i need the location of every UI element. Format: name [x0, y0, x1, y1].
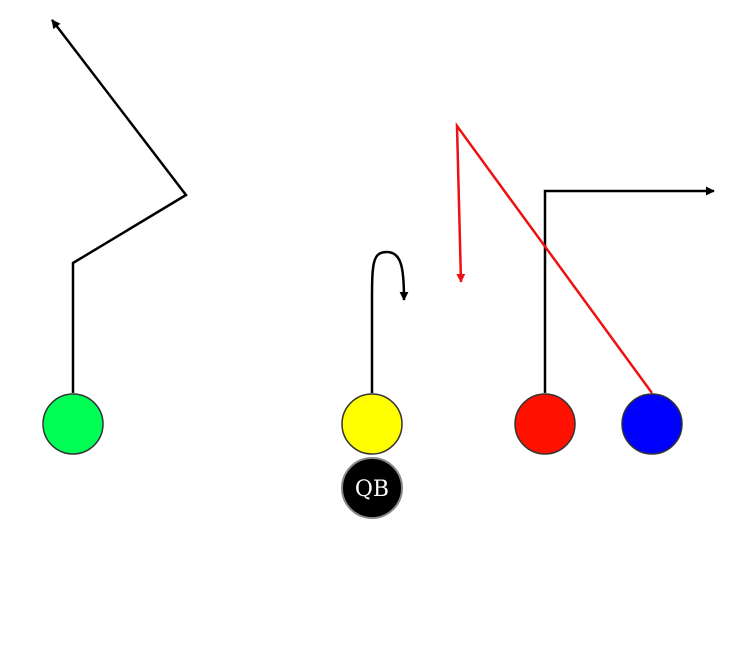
green-route [51, 19, 188, 393]
green-player [42, 393, 104, 455]
yellow-route [370, 250, 409, 393]
red-player [514, 393, 576, 455]
red-route [543, 186, 715, 393]
blue-route [455, 122, 654, 394]
players: QB [42, 393, 683, 519]
qb-player: QB [341, 457, 403, 519]
blue-player [621, 393, 683, 455]
qb-circle [341, 457, 403, 519]
qb-label: QB [355, 477, 389, 502]
yellow-player [341, 393, 403, 455]
routes [51, 19, 715, 394]
